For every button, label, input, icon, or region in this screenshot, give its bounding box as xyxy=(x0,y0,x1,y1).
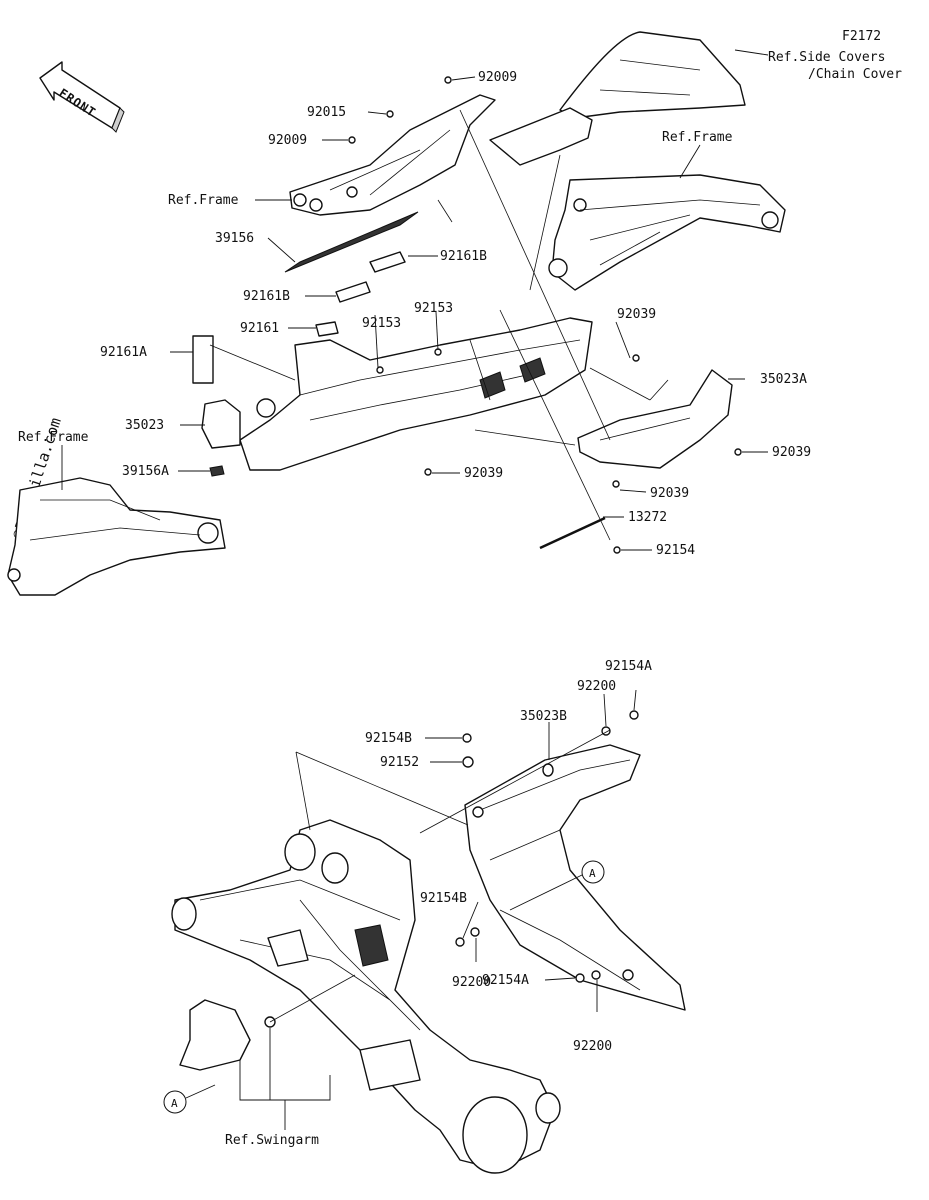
label-92153-right: 92153 xyxy=(414,301,453,316)
under-tray-part[interactable] xyxy=(239,317,593,471)
label-92152: 92152 xyxy=(380,755,419,770)
part-92161a-pad[interactable] xyxy=(192,335,214,384)
label-92200-bottom: 92200 xyxy=(573,1039,612,1054)
label-92015: 92015 xyxy=(307,105,346,120)
label-92039-right: 92039 xyxy=(772,445,811,460)
part-13272-rod[interactable] xyxy=(539,516,606,550)
frame-right-part[interactable] xyxy=(548,174,786,291)
label-92161a: 92161A xyxy=(100,345,147,360)
part-92161b-pad-left[interactable] xyxy=(335,281,371,303)
label-92154b-top: 92154B xyxy=(365,731,412,746)
label-92161b-left: 92161B xyxy=(243,289,290,304)
svg-text:A: A xyxy=(589,867,596,880)
part-92161-pad[interactable] xyxy=(315,321,339,337)
label-92039-bottom: 92039 xyxy=(464,466,503,481)
label-92039-top: 92039 xyxy=(617,307,656,322)
swingarm-part[interactable] xyxy=(171,819,561,1174)
callout-a-left: A xyxy=(163,1090,187,1114)
ref-swingarm-label: Ref.Swingarm xyxy=(225,1133,319,1148)
front-arrow-icon: FRONT xyxy=(39,61,125,133)
labels-top: Ref.Side Covers /Chain Cover Ref.Frame 9… xyxy=(18,50,902,558)
leader-lines-top xyxy=(61,49,769,551)
labels-bottom: 92154A 92200 35023B 92154B 92152 92154B … xyxy=(225,659,652,1148)
ref-frame-left-lower-label: Ref.Frame xyxy=(18,430,89,445)
bracket-a-part[interactable] xyxy=(179,999,251,1071)
part-35023b-chain-guard[interactable] xyxy=(464,744,686,1011)
part-39156a-pad[interactable] xyxy=(209,465,225,477)
frame-left-part[interactable] xyxy=(7,477,226,596)
label-92009-top: 92009 xyxy=(478,70,517,85)
label-35023: 35023 xyxy=(125,418,164,433)
ref-frame-right-label: Ref.Frame xyxy=(662,130,733,145)
svg-text:A: A xyxy=(171,1097,178,1110)
callout-a-right: A xyxy=(581,860,605,884)
label-92161: 92161 xyxy=(240,321,279,336)
label-92039-mid: 92039 xyxy=(650,486,689,501)
label-92161b-right: 92161B xyxy=(440,249,487,264)
leader-lines-bottom xyxy=(185,689,637,1130)
label-92154a-bottom: 92154A xyxy=(482,973,529,988)
ref-frame-left-upper-label: Ref.Frame xyxy=(168,193,239,208)
ref-side-covers-label: Ref.Side Covers xyxy=(768,50,885,65)
fastener-group-top xyxy=(348,76,742,554)
label-39156: 39156 xyxy=(215,231,254,246)
diagram-code: F2172 xyxy=(842,29,881,44)
part-39156-strip[interactable] xyxy=(284,211,419,273)
upper-bracket-part[interactable] xyxy=(289,94,496,216)
part-92161b-pad-right[interactable] xyxy=(369,251,406,273)
part-35023-cover[interactable] xyxy=(201,399,241,449)
ref-chain-cover-label: /Chain Cover xyxy=(808,67,902,82)
label-92154: 92154 xyxy=(656,543,695,558)
label-92200-mid: 92200 xyxy=(452,975,491,990)
label-92154b-mid: 92154B xyxy=(420,891,467,906)
label-35023b: 35023B xyxy=(520,709,567,724)
label-92009-left: 92009 xyxy=(268,133,307,148)
part-35023a-cover[interactable] xyxy=(577,369,733,469)
label-92154a-top: 92154A xyxy=(605,659,652,674)
label-92153-left: 92153 xyxy=(362,316,401,331)
label-39156a: 39156A xyxy=(122,464,169,479)
label-35023a: 35023A xyxy=(760,372,807,387)
side-cover-part[interactable] xyxy=(489,31,746,166)
label-13272: 13272 xyxy=(628,510,667,525)
label-92200-top: 92200 xyxy=(577,679,616,694)
